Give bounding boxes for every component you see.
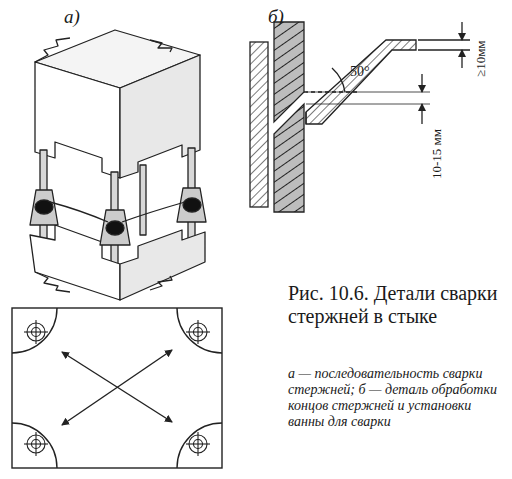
column-joint <box>30 30 206 300</box>
welding-sequence-plan <box>12 308 222 468</box>
bar-end-detail <box>250 22 470 212</box>
part-letter: а) <box>64 6 80 28</box>
figure-caption: Рис. 10.6. Детали сварки стержней в стык… <box>288 282 503 328</box>
dimension: ≥10мм <box>474 39 489 78</box>
part-letter: б) <box>268 6 284 28</box>
angle-dimension: 50° <box>350 64 370 80</box>
caption-legend: а — последовательность сварки стержней; … <box>288 366 503 430</box>
dimension: 10-15 мм <box>430 128 445 180</box>
